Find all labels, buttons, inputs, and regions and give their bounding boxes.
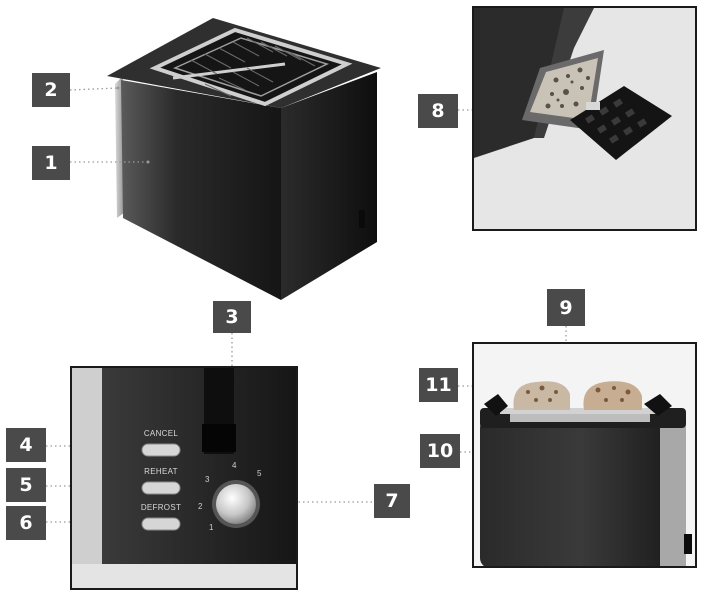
- callout-4: 4: [6, 428, 46, 462]
- bun-warmer-panel: [472, 342, 697, 568]
- callout-5: 5: [6, 468, 46, 502]
- dial-number-1: 1: [209, 523, 214, 532]
- toaster-illustration: [107, 18, 381, 300]
- callout-6: 6: [6, 506, 46, 540]
- crumb-tray-photo: [474, 8, 695, 229]
- dial-number-4: 4: [232, 461, 237, 470]
- control-panel-closeup: CANCEL REHEAT DEFROST 1 2 3 4 5: [70, 366, 298, 590]
- dial-number-2: 2: [198, 502, 203, 511]
- cancel-label: CANCEL: [143, 429, 179, 438]
- callout-9: 9: [547, 289, 585, 326]
- callout-3: 3: [213, 301, 251, 333]
- reheat-label: REHEAT: [144, 467, 178, 476]
- control-panel-photo: [72, 368, 296, 588]
- callout-7: 7: [374, 484, 410, 518]
- dial-number-3: 3: [205, 475, 210, 484]
- callout-10: 10: [420, 434, 460, 468]
- callout-1: 1: [32, 146, 70, 180]
- callout-2: 2: [32, 73, 70, 107]
- crumb-tray-panel: [472, 6, 697, 231]
- defrost-label: DEFROST: [140, 503, 182, 512]
- callout-8: 8: [418, 94, 458, 128]
- bun-warmer-photo: [474, 344, 695, 566]
- dial-number-5: 5: [257, 469, 262, 478]
- callout-11: 11: [419, 368, 458, 402]
